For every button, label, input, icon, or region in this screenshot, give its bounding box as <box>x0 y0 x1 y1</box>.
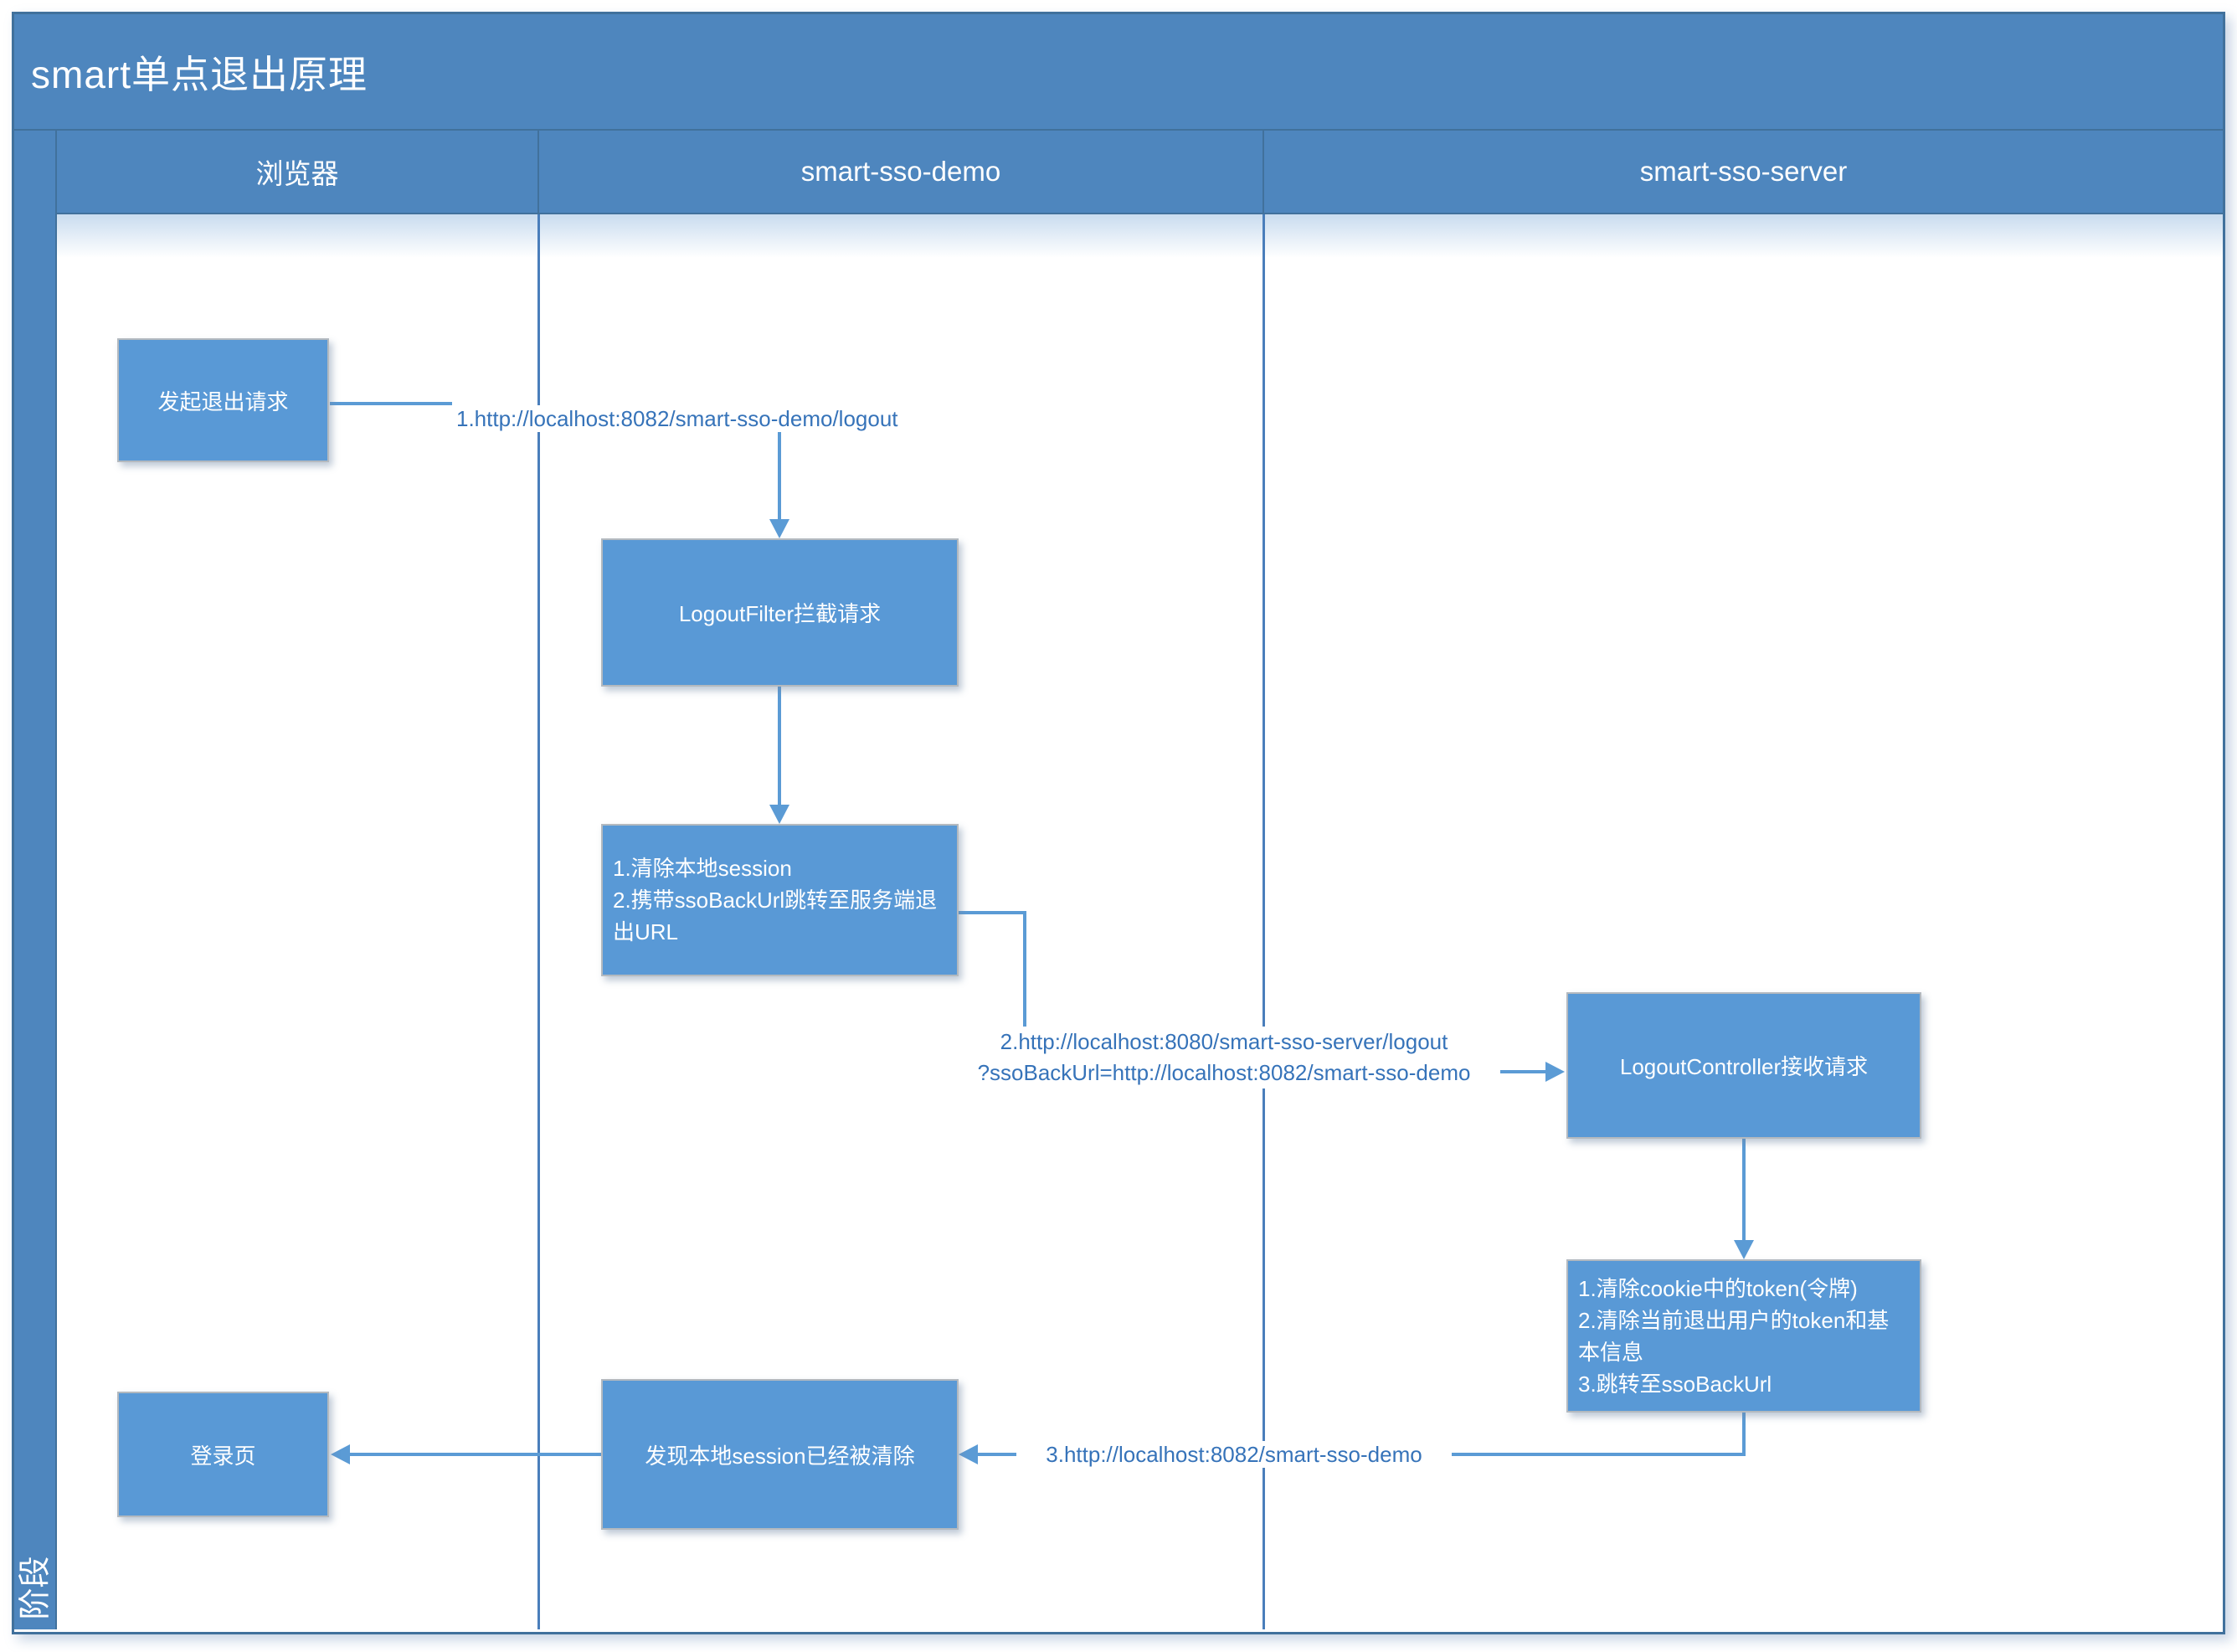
lane-divider-browser-demo <box>537 214 540 1629</box>
lane-header-demo-label: smart-sso-demo <box>800 156 1001 187</box>
edge-label-step2: 2.http://localhost:8080/smart-sso-server… <box>948 1027 1500 1088</box>
node-login-page-label: 登录页 <box>190 1443 256 1469</box>
lane-header-server: smart-sso-server <box>1264 131 2223 214</box>
node-logout-controller: LogoutController接收请求 <box>1566 992 1921 1139</box>
arrowhead-into-logout-filter <box>769 519 789 538</box>
node-logout-filter: LogoutFilter拦截请求 <box>601 538 959 687</box>
connector-server-elbow-v <box>1742 1413 1746 1456</box>
arrowhead-into-session-cleared <box>959 1444 978 1464</box>
edge-label-step1: 1.http://localhost:8082/smart-sso-demo/l… <box>456 405 898 432</box>
arrowhead-into-demo-steps <box>769 805 789 824</box>
node-demo-steps: 1.清除本地session 2.携带ssoBackUrl跳转至服务端退出URL <box>601 824 959 976</box>
node-session-cleared-label: 发现本地session已经被清除 <box>645 1443 915 1469</box>
edge-label-step3: 3.http://localhost:8082/smart-sso-demo <box>1016 1441 1452 1468</box>
node-logout-filter-label: LogoutFilter拦截请求 <box>678 601 882 626</box>
arrowhead-into-logout-controller <box>1545 1062 1565 1082</box>
lane-divider-demo-server <box>1262 214 1265 1629</box>
node-server-steps: 1.清除cookie中的token(令牌) 2.清除当前退出用户的token和基… <box>1566 1259 1921 1413</box>
arrowhead-into-login-page <box>331 1444 350 1464</box>
lane-header-browser: 浏览器 <box>57 131 539 214</box>
connector-to-login <box>348 1453 601 1456</box>
connector-steps-elbow-v <box>1023 911 1026 1073</box>
lane-header-browser-label: 浏览器 <box>255 158 339 189</box>
node-logout-controller-label: LogoutController接收请求 <box>1619 1054 1869 1079</box>
title-band: smart单点退出原理 <box>14 14 2223 131</box>
phase-strip <box>14 131 57 1629</box>
node-start-logout-request: 发起退出请求 <box>117 338 329 462</box>
lane-body-gradient <box>57 214 2223 258</box>
phase-label: 阶段 <box>18 1555 54 1620</box>
lane-header-server-label: smart-sso-server <box>1639 156 1848 187</box>
phase-label-wrap: 阶段 <box>8 1541 55 1634</box>
lane-header-demo: smart-sso-demo <box>539 131 1264 214</box>
node-server-steps-label: 1.清除cookie中的token(令牌) 2.清除当前退出用户的token和基… <box>1578 1275 1890 1397</box>
connector-step1-down <box>778 432 781 521</box>
node-session-cleared: 发现本地session已经被清除 <box>601 1379 959 1530</box>
arrowhead-into-server-steps <box>1734 1240 1754 1259</box>
connector-steps-elbow-h <box>959 911 1026 914</box>
node-start-label: 发起退出请求 <box>157 389 289 414</box>
node-demo-steps-label: 1.清除本地session 2.携带ssoBackUrl跳转至服务端退出URL <box>613 856 938 944</box>
node-login-page: 登录页 <box>117 1392 329 1517</box>
page-title: smart单点退出原理 <box>31 52 368 96</box>
connector-filter-to-steps <box>778 687 781 805</box>
connector-controller-to-steps <box>1742 1139 1746 1241</box>
connector-start-out <box>330 402 452 405</box>
